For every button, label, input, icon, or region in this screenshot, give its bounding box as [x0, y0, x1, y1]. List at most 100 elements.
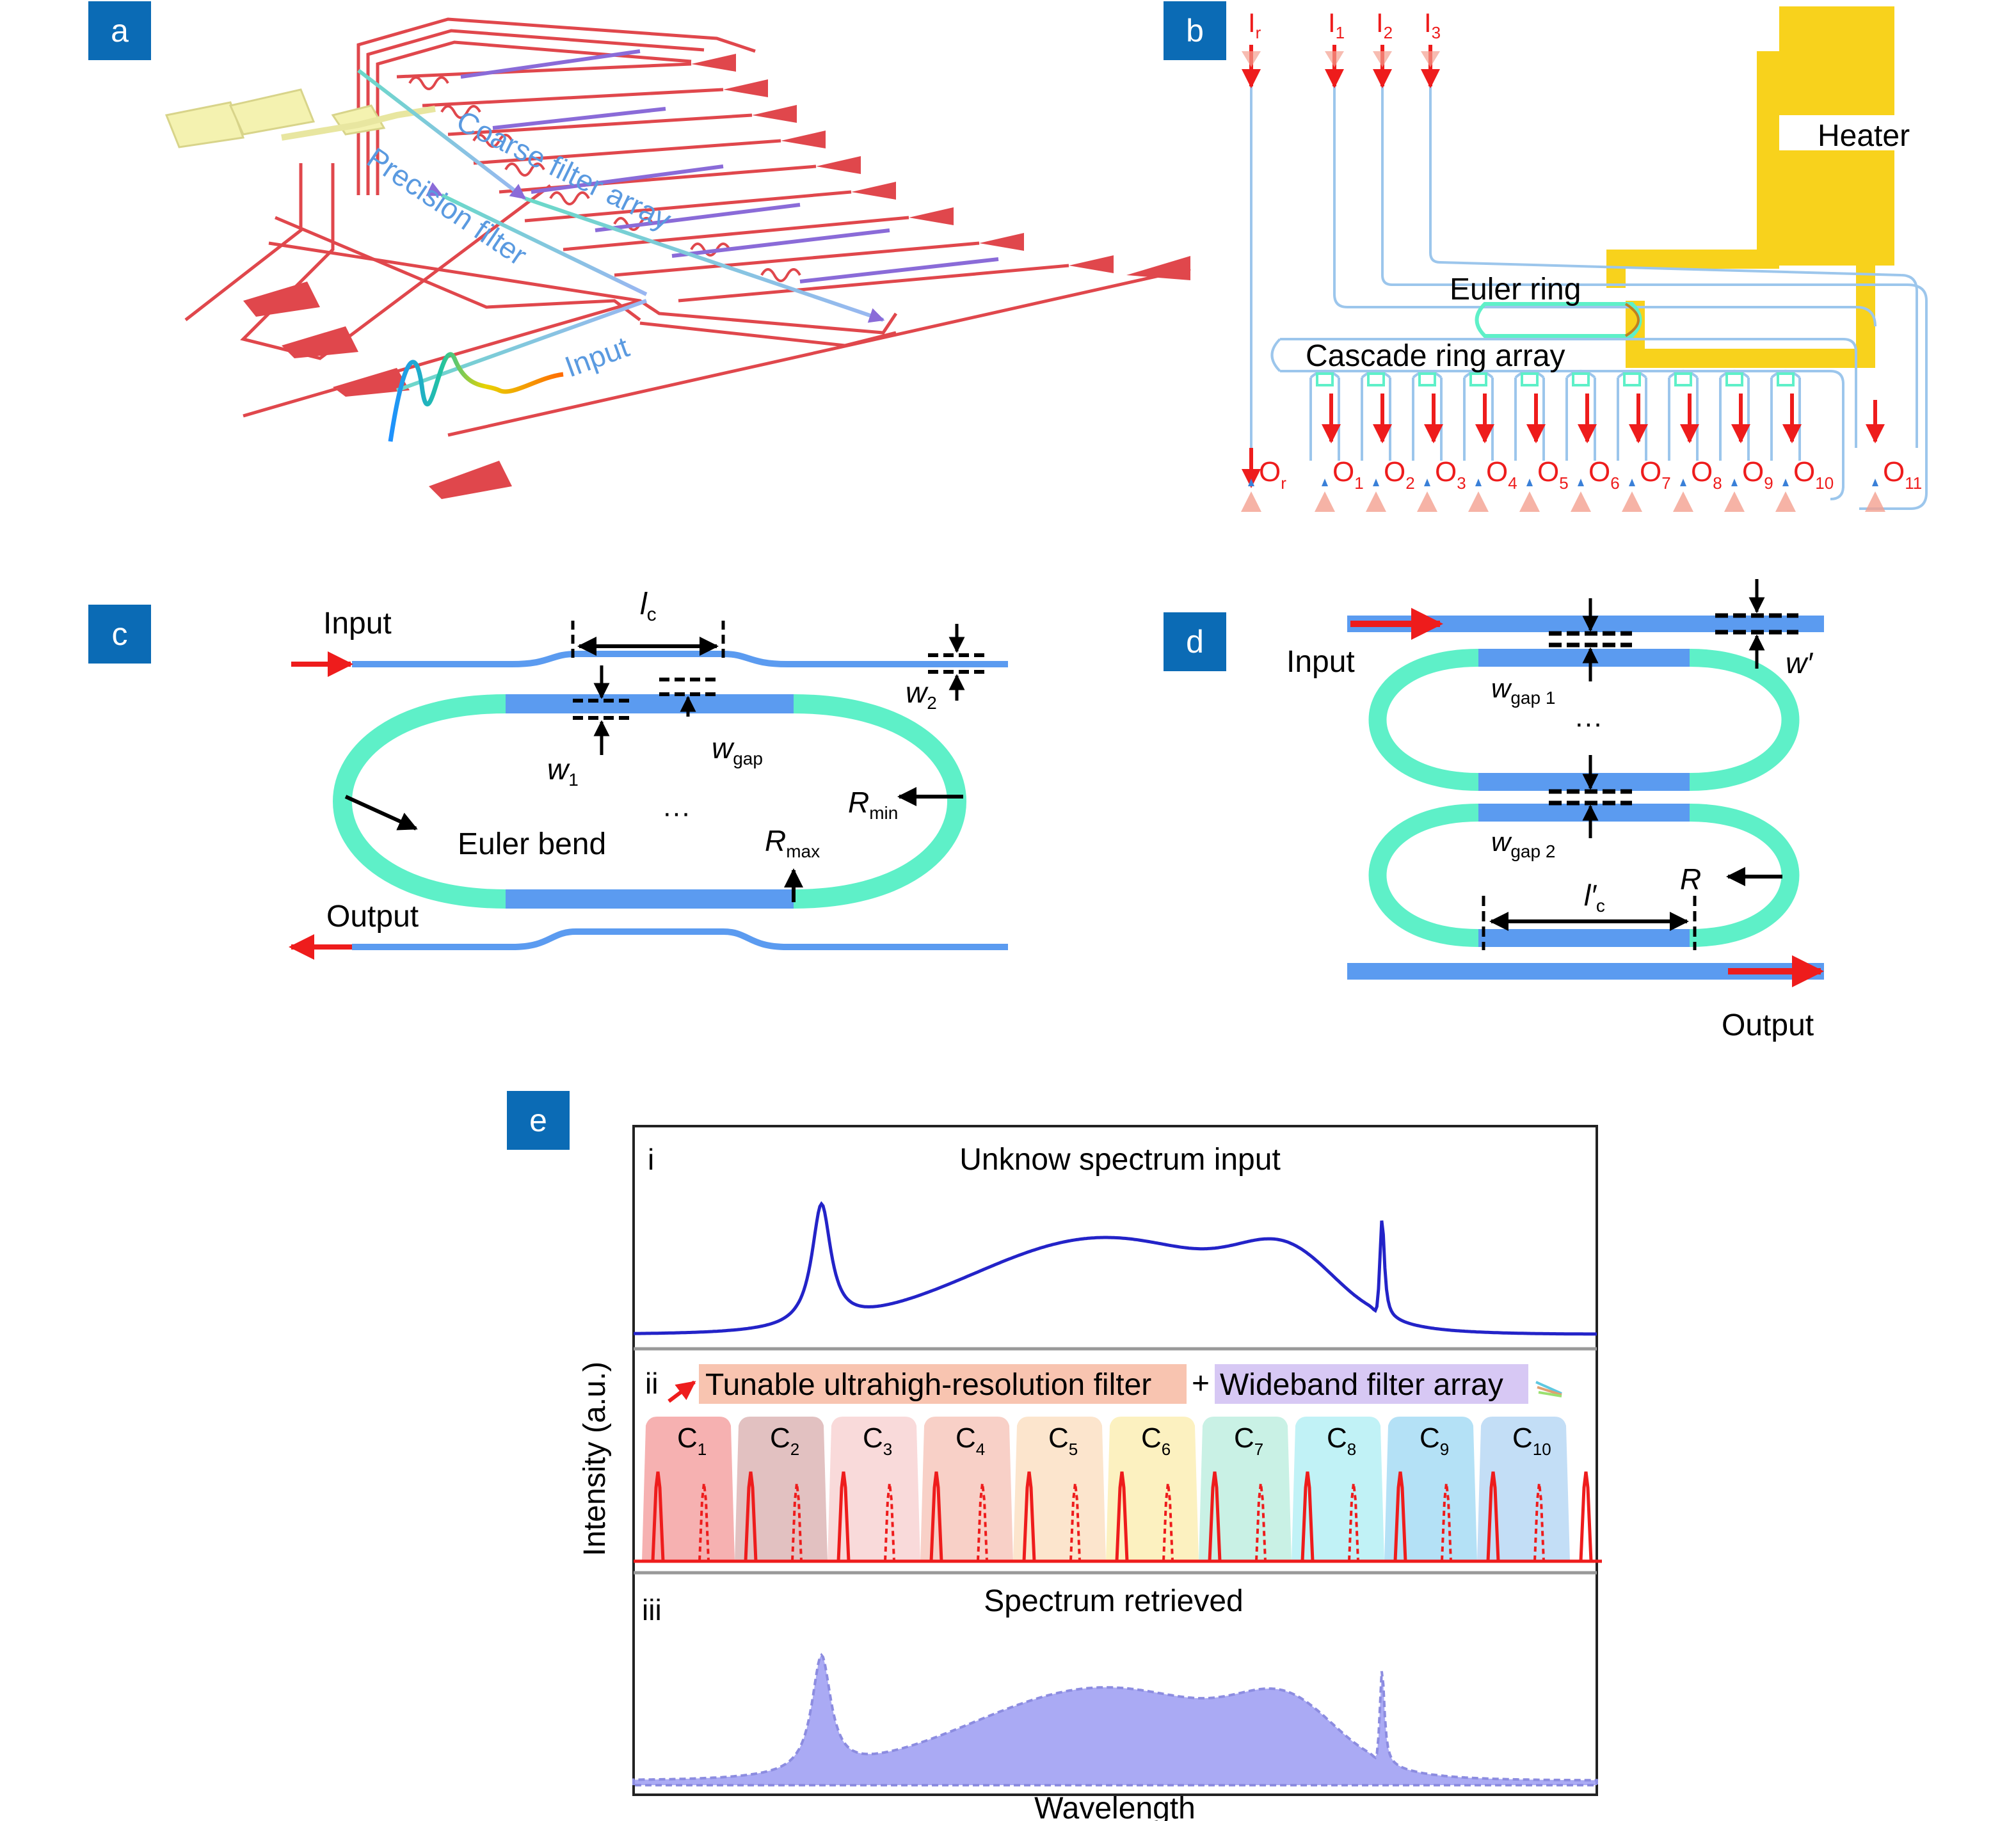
svg-text:C8: C8 — [1327, 1422, 1356, 1459]
svg-text:C7: C7 — [1234, 1422, 1263, 1459]
micro-ring — [1469, 372, 1487, 386]
svg-text:C6: C6 — [1141, 1422, 1171, 1459]
svg-text:C2: C2 — [770, 1422, 799, 1459]
output-port-o2: O2 — [1366, 456, 1415, 512]
channel-c6: C6 — [1106, 1417, 1199, 1561]
svg-text:O8: O8 — [1691, 456, 1722, 493]
heater-pads — [1606, 6, 1894, 368]
svg-text:O9: O9 — [1742, 456, 1773, 493]
ring-column — [1770, 370, 1801, 461]
channel-c3: C3 — [828, 1417, 920, 1561]
wideband-array-label-bg — [1215, 1364, 1528, 1404]
euler-bend-arrow — [344, 795, 418, 831]
r-label-d: R — [1680, 863, 1701, 896]
channel-c7: C7 — [1199, 1417, 1292, 1561]
micro-ring — [1316, 372, 1334, 386]
channel-c8: C8 — [1292, 1417, 1384, 1561]
ring-column — [1514, 370, 1545, 461]
wideband-array-icon — [1535, 1381, 1562, 1397]
channel-c10: C10 — [1477, 1417, 1570, 1561]
micro-ring — [1521, 372, 1539, 386]
bus-waveguide-bottom — [352, 928, 1008, 950]
panel-d: Input Output w′ wgap 1 ··· wgap 2 R — [1286, 579, 1824, 1042]
micro-ring — [1725, 372, 1743, 386]
micro-ring — [1777, 372, 1795, 386]
output-port-or: Or — [1241, 456, 1286, 512]
svg-text:O1: O1 — [1332, 456, 1364, 493]
panel-tag-e: e — [507, 1091, 570, 1150]
svg-text:C4: C4 — [956, 1422, 985, 1459]
panel-a: Coarse filter array Precision filter Inp… — [164, 17, 1191, 499]
input-port-ir: Ir — [1242, 8, 1261, 88]
rmin-label: Rmin — [848, 786, 898, 823]
wgap2-label: wgap 2 — [1491, 827, 1555, 861]
input-pulse — [388, 352, 564, 442]
channel-c1: C1 — [642, 1417, 735, 1561]
panel-tag-d: d — [1164, 612, 1226, 671]
wideband-array-label: Wideband filter array — [1220, 1368, 1503, 1402]
gap1-marker — [1549, 598, 1632, 681]
wgap-label: wgap — [712, 731, 763, 768]
input-label-d: Input — [1286, 645, 1355, 679]
svg-text:O3: O3 — [1435, 456, 1466, 493]
panel-e: Intensity (a.u.) Wavelength i Unknow spe… — [578, 1125, 1602, 1821]
input-port-i1: I1 — [1325, 8, 1345, 88]
channel-bands: C1 C2 C3 C4 C5 C6 C7 C8 C9 C10 — [642, 1417, 1570, 1561]
output-port-o11: O11 — [1865, 456, 1922, 512]
ring-column — [1463, 370, 1494, 461]
chip-waveguides-b — [1250, 77, 1928, 510]
retrieved-spectrum-area — [632, 1653, 1598, 1786]
input-port-i3: I3 — [1421, 8, 1441, 88]
svg-text:O10: O10 — [1793, 456, 1834, 493]
svg-text:C1: C1 — [677, 1422, 707, 1459]
w2-marker — [928, 624, 986, 701]
tunable-filter-icon — [668, 1380, 696, 1403]
svg-text:O11: O11 — [1883, 456, 1922, 493]
filter-array-branches — [396, 62, 1069, 303]
svg-text:C10: C10 — [1512, 1422, 1551, 1459]
svg-text:O6: O6 — [1588, 456, 1620, 493]
heater-label: Heater — [1818, 119, 1910, 153]
input-ports: Ir I1 I2 I3 — [1242, 8, 1441, 88]
wgap-marker — [659, 678, 717, 717]
output-port-o3: O3 — [1417, 456, 1466, 512]
panel-tag-b: b — [1164, 1, 1226, 60]
subpanel-i-number: i — [648, 1143, 654, 1176]
svg-text:O7: O7 — [1640, 456, 1671, 493]
input-label-a: Input — [561, 330, 634, 383]
svg-text:I2: I2 — [1376, 8, 1393, 42]
svg-text:C9: C9 — [1420, 1422, 1449, 1459]
output-label-d: Output — [1722, 1008, 1814, 1042]
heater-pads-a — [164, 88, 436, 148]
ring-column — [1617, 370, 1647, 461]
w1-label: w1 — [547, 752, 579, 790]
w1-marker — [573, 665, 630, 755]
svg-text:C5: C5 — [1048, 1422, 1078, 1459]
output-port-o8: O8 — [1673, 456, 1722, 512]
ring-column — [1719, 370, 1750, 461]
wgap1-label: wgap 1 — [1491, 673, 1555, 708]
panel-tag-a: a — [88, 1, 151, 60]
subpanel-iii-title: Spectrum retrieved — [984, 1584, 1244, 1618]
gap2-marker — [1549, 755, 1632, 838]
micro-ring — [1674, 372, 1692, 386]
ring-column — [1668, 370, 1699, 461]
micro-ring — [1572, 372, 1590, 386]
panel-b: Heater Ir I1 — [1241, 6, 1928, 512]
signal-arrows-a — [357, 49, 999, 392]
rmax-label: Rmax — [765, 824, 820, 861]
output-port-o4: O4 — [1468, 456, 1517, 512]
subpanel-iii-number: iii — [642, 1593, 662, 1626]
micro-ring — [1623, 372, 1641, 386]
cascade-ring-array-label: Cascade ring array — [1306, 339, 1565, 373]
plus-sign: + — [1192, 1367, 1210, 1401]
output-port-o10: O10 — [1775, 456, 1834, 512]
lc-label-d: l′c — [1584, 879, 1605, 916]
w2-label: w2 — [906, 676, 937, 713]
y-axis-label: Intensity (a.u.) — [578, 1362, 612, 1556]
grating-couplers-a — [243, 54, 1190, 499]
svg-text:O2: O2 — [1384, 456, 1415, 493]
svg-text:I1: I1 — [1328, 8, 1345, 42]
